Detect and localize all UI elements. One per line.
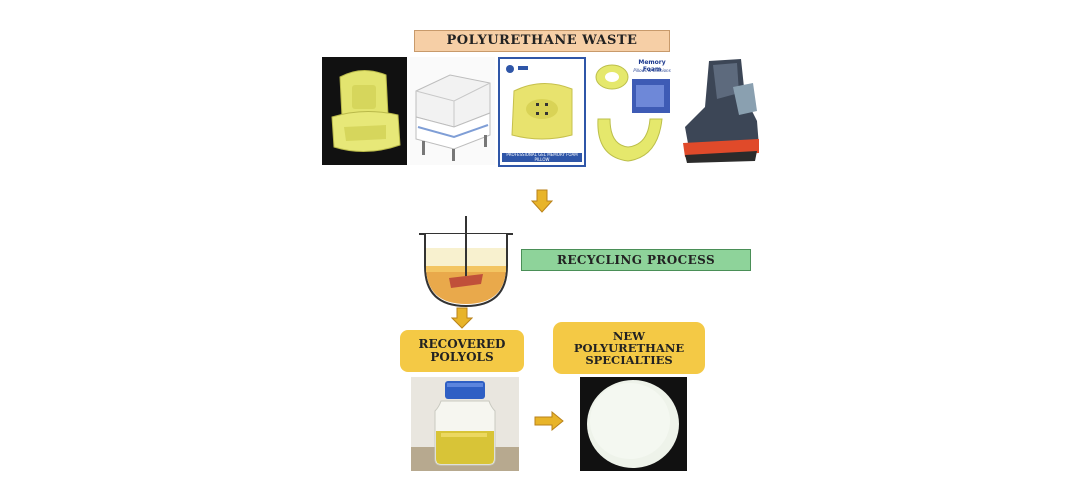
memory-foam-brand: Memory Foam bbox=[638, 59, 666, 73]
down-arrow-icon bbox=[531, 189, 553, 213]
specialties-line-2: POLYURETHANE bbox=[573, 340, 685, 355]
car-seat-foam-photo bbox=[322, 57, 407, 165]
new-polyurethane-specialties-label: NEW POLYURETHANE SPECIALTIES bbox=[553, 322, 705, 374]
mattress-photo bbox=[410, 57, 495, 165]
gel-memory-foam-pillow-photo: PROFESSIONAL GEL MEMORY FOAM PILLOW bbox=[498, 57, 586, 167]
memory-foam-subtitle: Pillows & Cushions bbox=[633, 68, 671, 73]
recycling-process-label: RECYCLING PROCESS bbox=[521, 249, 751, 271]
shoe-sole-photo bbox=[679, 57, 762, 169]
recovered-polyols-label: RECOVERED POLYOLS bbox=[400, 330, 524, 372]
polyurethane-waste-label: POLYURETHANE WASTE bbox=[414, 30, 670, 52]
reactor-vessel-icon bbox=[419, 216, 513, 308]
polyol-bottle-photo bbox=[411, 377, 519, 471]
right-arrow-icon bbox=[534, 411, 564, 431]
specialties-line-3: SPECIALTIES bbox=[585, 353, 673, 368]
specialties-line-1: NEW bbox=[612, 328, 646, 343]
pillow-caption: PROFESSIONAL GEL MEMORY FOAM PILLOW bbox=[506, 152, 578, 162]
polyurethane-disc-photo bbox=[580, 377, 687, 471]
memory-foam-neck-pillow-photo: Memory Foam Pillows & Cushions bbox=[588, 57, 676, 167]
down-arrow-icon bbox=[451, 307, 473, 329]
